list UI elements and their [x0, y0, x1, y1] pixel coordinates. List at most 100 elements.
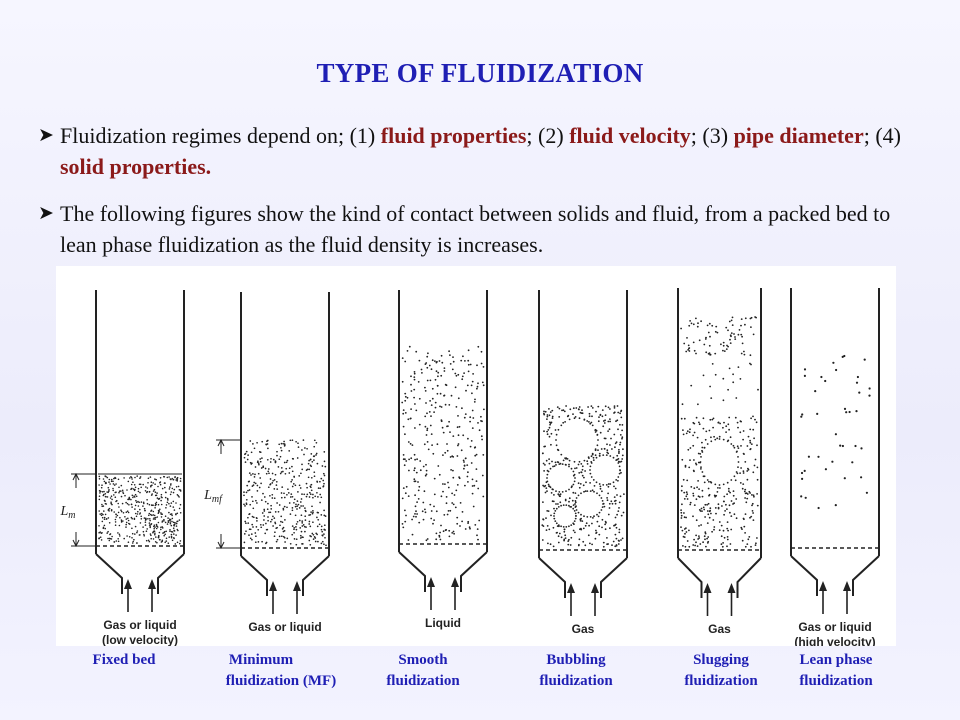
- particle: [402, 425, 405, 428]
- particle: [742, 472, 745, 474]
- particle: [477, 345, 480, 348]
- particle: [127, 480, 130, 483]
- particle: [126, 502, 129, 505]
- particle: [592, 456, 595, 459]
- particle: [150, 509, 153, 512]
- particle: [451, 368, 454, 371]
- particle: [713, 526, 716, 528]
- column-bubbling-group: Gas: [538, 290, 628, 636]
- particle: [295, 526, 297, 528]
- particle: [305, 482, 308, 485]
- bubble-edge-particle: [593, 490, 595, 493]
- particle: [698, 535, 700, 537]
- particle: [803, 374, 807, 377]
- particle: [729, 511, 731, 514]
- particle: [716, 491, 719, 493]
- particle: [142, 501, 145, 504]
- particle: [473, 446, 476, 449]
- particle: [578, 543, 580, 546]
- particle: [135, 515, 138, 518]
- particle: [471, 409, 474, 412]
- particle: [454, 372, 457, 375]
- bubble-edge-particle: [577, 494, 580, 497]
- particle: [601, 490, 603, 493]
- particle: [559, 493, 562, 496]
- particle: [288, 502, 291, 504]
- particle: [117, 511, 120, 514]
- bubble-edge-particle: [574, 477, 576, 479]
- particle: [690, 384, 693, 387]
- particle: [136, 531, 138, 534]
- bullet-item-figures: ➤ The following figures show the kind of…: [38, 198, 918, 260]
- particle: [277, 510, 280, 513]
- particle: [252, 484, 255, 486]
- particle: [554, 461, 557, 464]
- particle: [714, 507, 717, 509]
- particle: [568, 500, 570, 503]
- particle: [163, 534, 165, 537]
- particle: [169, 484, 172, 486]
- particle: [139, 483, 142, 486]
- inlet-label: Gas or liquid: [798, 620, 871, 634]
- particle: [447, 481, 449, 484]
- particle: [743, 525, 746, 528]
- particle: [138, 483, 141, 486]
- bubble-edge-particle: [591, 424, 594, 427]
- particle: [117, 532, 119, 534]
- particle: [280, 471, 283, 473]
- particle: [558, 495, 561, 498]
- slug-edge-particle: [737, 466, 739, 468]
- particle: [609, 408, 611, 410]
- particle: [413, 453, 416, 456]
- particle: [483, 408, 485, 411]
- particle: [472, 373, 474, 375]
- particle: [164, 521, 167, 524]
- particle: [744, 317, 747, 320]
- bubble-edge-particle: [573, 520, 576, 522]
- particle: [441, 426, 444, 429]
- particle: [254, 541, 257, 544]
- particle: [453, 494, 456, 496]
- particle: [725, 503, 727, 506]
- particle: [411, 533, 414, 536]
- bubble-edge-particle: [572, 470, 575, 473]
- particle: [289, 542, 292, 545]
- particle: [112, 489, 114, 492]
- particle: [689, 447, 692, 449]
- particle: [700, 507, 703, 510]
- particle: [695, 498, 698, 501]
- particle: [477, 382, 479, 385]
- particle: [156, 492, 158, 494]
- particle: [269, 494, 271, 497]
- bed-height-subscript: mf: [212, 494, 223, 505]
- bubble-edge-particle: [570, 467, 573, 470]
- particle: [442, 490, 444, 493]
- particle: [454, 506, 457, 509]
- particle: [260, 499, 263, 501]
- flow-arrow-head: [451, 577, 459, 587]
- particle: [744, 545, 747, 548]
- particle: [176, 477, 178, 480]
- particle: [125, 501, 127, 504]
- particle: [743, 353, 746, 356]
- particle: [160, 493, 163, 496]
- particle: [118, 486, 120, 489]
- particle: [126, 535, 128, 537]
- particle: [435, 361, 438, 364]
- particle: [143, 502, 145, 505]
- particle: [300, 505, 302, 507]
- particle: [467, 370, 470, 373]
- particle: [155, 478, 157, 481]
- particle: [750, 417, 752, 420]
- particle: [424, 474, 427, 477]
- particle: [615, 537, 618, 540]
- particle: [701, 441, 703, 444]
- particle: [469, 445, 472, 448]
- particle: [698, 339, 701, 342]
- particle: [688, 324, 691, 327]
- particle: [456, 426, 459, 429]
- particle: [165, 504, 168, 506]
- particle: [312, 538, 315, 540]
- particle: [118, 490, 121, 492]
- particle: [706, 324, 709, 327]
